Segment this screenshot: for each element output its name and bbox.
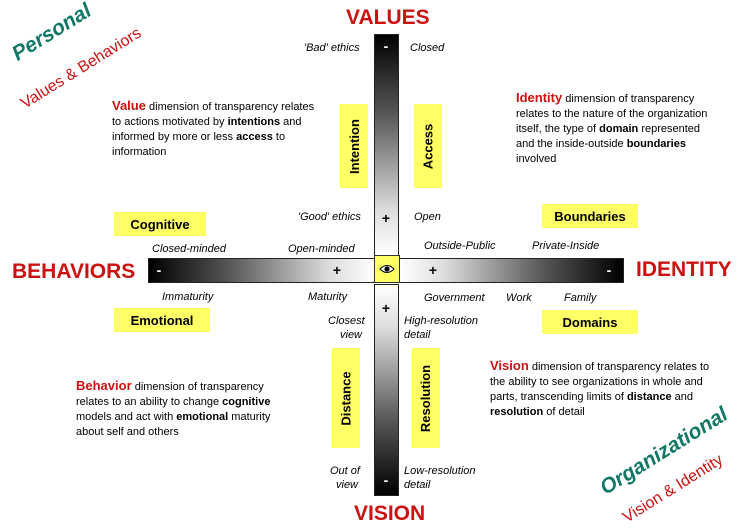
desc-value-text-3: to information: [112, 131, 286, 158]
desc-identity-text: dimension of transparency relates to the…: [516, 93, 708, 135]
label-immaturity: Immaturity: [162, 291, 214, 303]
box-access: Access: [414, 104, 442, 188]
label-open-minded: Open-minded: [288, 243, 355, 255]
box-resolution-label: Resolution: [418, 364, 434, 432]
desc-behavior-bold-1: cognitive: [222, 396, 271, 408]
desc-vision-text-3: of detail: [543, 406, 585, 418]
label-outside-public: Outside-Public: [424, 240, 496, 252]
desc-identity-bold-2: boundaries: [626, 138, 686, 150]
box-boundaries: Boundaries: [542, 204, 638, 228]
desc-behavior-lead: Behavior: [76, 378, 132, 393]
desc-behavior: Behavior dimension of transparency relat…: [76, 378, 290, 440]
box-access-label: Access: [420, 123, 436, 169]
desc-vision-bold-1: distance: [626, 391, 672, 403]
desc-identity: Identity dimension of transparency relat…: [516, 90, 716, 167]
label-out-of: Out of: [330, 465, 360, 477]
sign-minus-right: -: [606, 262, 612, 278]
desc-behavior-text-3: maturity about self and others: [76, 411, 271, 438]
desc-identity-text-2: represented and the inside-outside: [516, 123, 701, 150]
desc-behavior-text: dimension of transparency relates to an …: [76, 381, 264, 408]
desc-vision-text: dimension of transparency relates to the…: [490, 361, 710, 403]
label-open: Open: [414, 211, 441, 223]
sign-plus-top: +: [381, 210, 391, 226]
label-closest: Closest: [328, 315, 365, 327]
label-bad-ethics: 'Bad' ethics: [304, 42, 360, 54]
desc-value-lead: Value: [112, 98, 146, 113]
label-maturity: Maturity: [308, 291, 348, 303]
axis-title-identity: IDENTITY: [636, 258, 732, 281]
box-resolution: Resolution: [412, 348, 440, 448]
box-distance: Distance: [332, 348, 360, 448]
label-closed: Closed: [410, 42, 445, 54]
eye-icon: [374, 255, 400, 283]
desc-identity-text-3: involved: [516, 153, 557, 165]
sign-minus-top: -: [383, 38, 389, 54]
desc-identity-lead: Identity: [516, 90, 563, 105]
label-work: Work: [506, 292, 532, 304]
label-closed-minded: Closed-minded: [152, 243, 226, 255]
vertical-bar-top: [374, 34, 399, 256]
sign-minus-left: -: [156, 262, 162, 278]
desc-behavior-text-2: models and act with: [76, 411, 177, 423]
axis-title-vision: VISION: [354, 502, 426, 525]
desc-vision: Vision dimension of transparency relates…: [490, 358, 718, 420]
desc-value-bold-1: intentions: [227, 116, 281, 128]
box-emotional: Emotional: [114, 308, 210, 332]
desc-behavior-bold-2: emotional: [176, 411, 229, 423]
label-high-resolution-detail: detail: [404, 329, 431, 341]
desc-value-text: dimension of transparency relates to act…: [112, 101, 315, 128]
box-intention-label: Intention: [346, 118, 362, 174]
sign-minus-bottom: -: [383, 472, 389, 488]
label-private-inside: Private-Inside: [532, 240, 600, 252]
box-intention: Intention: [340, 104, 368, 188]
desc-value: Value dimension of transparency relates …: [112, 98, 322, 160]
label-high-resolution: High-resolution: [404, 315, 478, 327]
desc-identity-bold-1: domain: [599, 123, 639, 135]
axis-title-values: VALUES: [346, 6, 430, 29]
horizontal-bar-left: [148, 258, 376, 283]
sign-plus-right: +: [428, 262, 438, 278]
desc-vision-lead: Vision: [490, 358, 529, 373]
label-low-resolution: Low-resolution: [404, 465, 476, 477]
desc-vision-text-2: and: [671, 391, 694, 403]
box-cognitive: Cognitive: [114, 212, 206, 236]
axis-title-behaviors: BEHAVIORS: [12, 260, 136, 283]
desc-vision-bold-2: resolution: [490, 406, 544, 418]
vertical-bar-bottom: [374, 284, 399, 496]
desc-value-text-2: and informed by more or less: [112, 116, 302, 143]
label-government: Government: [424, 292, 485, 304]
box-domains: Domains: [542, 310, 638, 334]
sign-plus-bottom: +: [381, 300, 391, 316]
label-low-resolution-detail: detail: [404, 479, 431, 491]
sign-plus-left: +: [332, 262, 342, 278]
label-closest-view: view: [340, 329, 363, 341]
label-out-of-view: view: [336, 479, 359, 491]
label-family: Family: [564, 292, 597, 304]
horizontal-bar-right: [398, 258, 624, 283]
label-good-ethics: 'Good' ethics: [298, 211, 361, 223]
box-distance-label: Distance: [338, 370, 354, 426]
desc-value-bold-2: access: [236, 131, 273, 143]
